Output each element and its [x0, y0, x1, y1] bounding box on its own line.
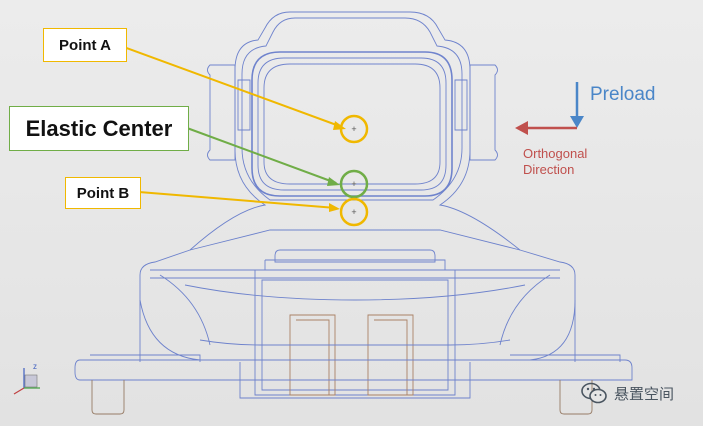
mount-body-wireframe	[74, 11, 633, 415]
point-b-marker-circle	[339, 197, 369, 227]
axis-triad-icon: z	[13, 362, 40, 395]
orthogonal-label-line2: Direction	[523, 162, 575, 177]
elastic-center-marker-circle	[339, 169, 369, 199]
point-b-leader-line	[138, 191, 337, 209]
elastic-center-leader-arrowhead	[327, 177, 340, 186]
point-a-callout: Point A	[43, 28, 127, 62]
orthogonal-direction-label: Orthogonal Direction	[523, 146, 587, 178]
wechat-icon	[581, 382, 607, 404]
point-a-crosshair: +	[351, 124, 356, 134]
orthogonal-label-line1: Orthogonal	[523, 146, 588, 161]
watermark-text: 悬置空间	[614, 384, 675, 403]
axis-triad-label: z	[33, 362, 37, 371]
point-b-leader-arrowhead	[329, 203, 340, 212]
orthogonal-arrow-head	[515, 121, 528, 135]
elastic-center-leader-line	[186, 127, 337, 184]
elastic-center-callout: Elastic Center	[9, 106, 189, 151]
point-a-leader-line	[120, 45, 343, 128]
preload-arrow-head	[570, 116, 584, 128]
preload-label: Preload	[590, 84, 656, 105]
watermark: 悬置空间	[580, 381, 674, 405]
point-a-marker-circle	[339, 114, 369, 144]
point-a-leader-arrowhead	[333, 121, 346, 130]
point-b-callout: Point B	[65, 177, 141, 209]
elastic-center-crosshair: +	[351, 179, 356, 189]
point-b-crosshair: +	[351, 207, 356, 217]
